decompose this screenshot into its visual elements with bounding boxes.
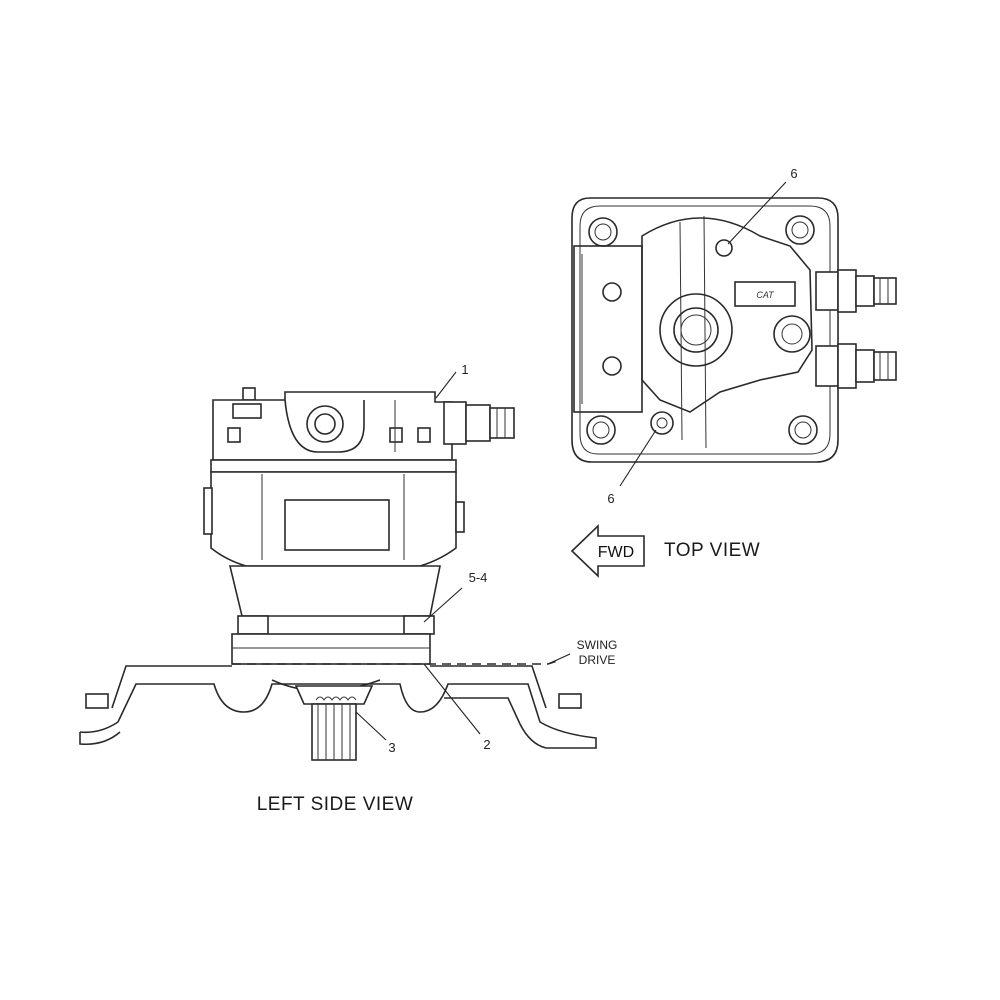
top-view-title: TOP VIEW bbox=[664, 540, 760, 561]
callout-2: 2 bbox=[483, 737, 490, 752]
leader-line-3 bbox=[355, 711, 387, 741]
leader-line-1 bbox=[435, 371, 457, 399]
callout-1: 1 bbox=[461, 362, 468, 377]
leader-line-6-top bbox=[727, 181, 787, 245]
cat-logo: CAT bbox=[756, 290, 775, 300]
callout-5-4: 5-4 bbox=[469, 570, 488, 585]
left-side-view-title: LEFT SIDE VIEW bbox=[257, 794, 414, 815]
top-view-drawing bbox=[571, 197, 897, 463]
leader-line-6-bottom bbox=[619, 429, 657, 487]
leader-line-5-4 bbox=[423, 587, 463, 623]
swing-drive-label-line2: DRIVE bbox=[579, 653, 616, 667]
swing-drive-label-line1: SWING bbox=[577, 638, 618, 652]
fwd-arrow-label: FWD bbox=[598, 544, 634, 561]
left-side-view-drawing bbox=[79, 387, 597, 761]
leader-line-2 bbox=[423, 663, 481, 735]
callout-6-top: 6 bbox=[790, 166, 797, 181]
leader-line-swing-drive bbox=[547, 653, 571, 665]
callout-3: 3 bbox=[388, 740, 395, 755]
callout-6-bottom: 6 bbox=[607, 491, 614, 506]
fwd-arrow bbox=[570, 524, 645, 578]
